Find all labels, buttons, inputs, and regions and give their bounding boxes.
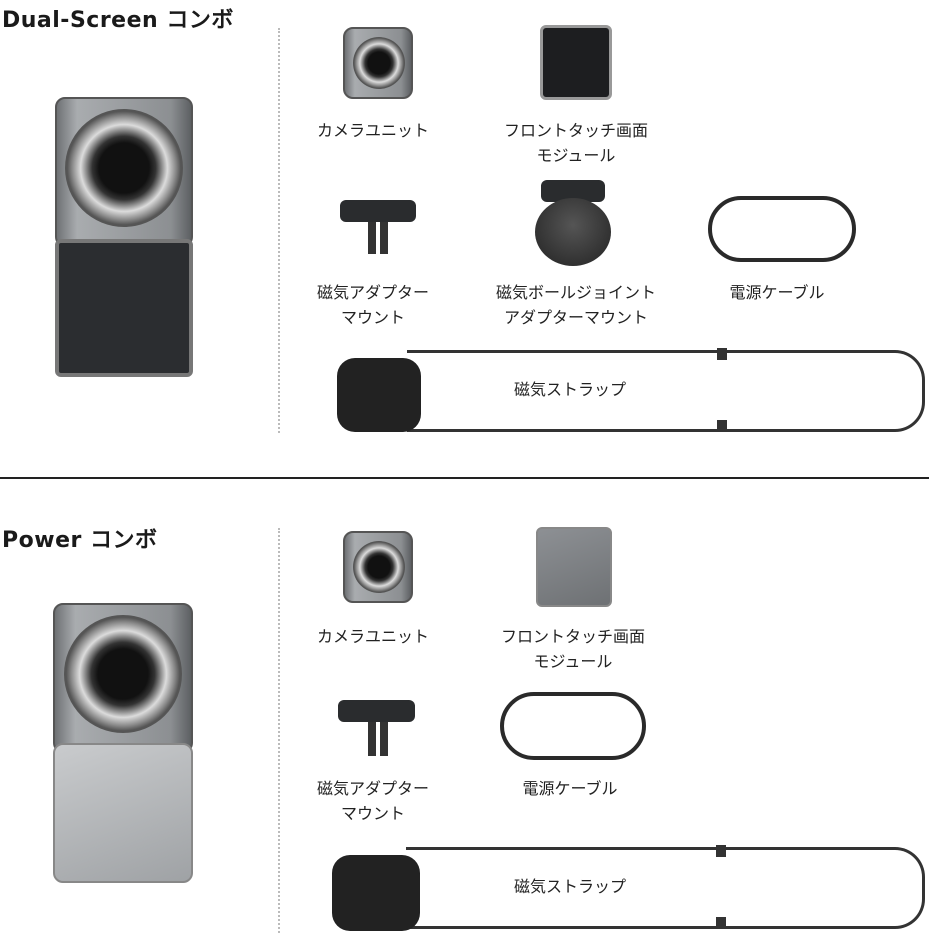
label-cable: 電源ケーブル — [522, 779, 618, 798]
section-divider — [0, 477, 929, 479]
label-cable: 電源ケーブル — [729, 283, 825, 302]
divider-dotted — [278, 528, 280, 933]
label-adapter-mount: 磁気アダプター マウント — [316, 779, 430, 823]
divider-dotted — [278, 28, 280, 433]
magnetic-strap-image — [337, 348, 929, 434]
label-camera-unit: カメラユニット — [316, 121, 430, 140]
power-cable-image — [500, 692, 646, 760]
label-adapter-mount: 磁気アダプター マウント — [316, 283, 430, 327]
camera-unit-image — [343, 531, 413, 603]
label-camera-unit: カメラユニット — [316, 627, 430, 646]
label-ball-joint: 磁気ボールジョイント アダプターマウント — [495, 283, 657, 327]
adapter-mount-image — [338, 700, 415, 760]
dual-screen-camera-image — [55, 97, 193, 377]
label-strap: 磁気ストラップ — [513, 377, 627, 402]
magnetic-strap-image — [332, 845, 929, 933]
camera-unit-image — [343, 27, 413, 99]
label-strap: 磁気ストラップ — [513, 874, 627, 899]
front-touch-module-image — [540, 25, 612, 100]
section-title-dual-screen: Dual-Screen コンボ — [2, 8, 234, 33]
label-front-module: フロントタッチ画面 モジュール — [503, 121, 649, 165]
power-combo-camera-image — [53, 603, 193, 883]
section-title-power: Power コンボ — [2, 528, 158, 553]
ball-joint-mount-image — [535, 180, 611, 266]
adapter-mount-image — [340, 200, 416, 256]
power-module-image — [536, 527, 612, 607]
power-cable-image — [708, 196, 856, 262]
label-front-module: フロントタッチ画面 モジュール — [500, 627, 646, 671]
